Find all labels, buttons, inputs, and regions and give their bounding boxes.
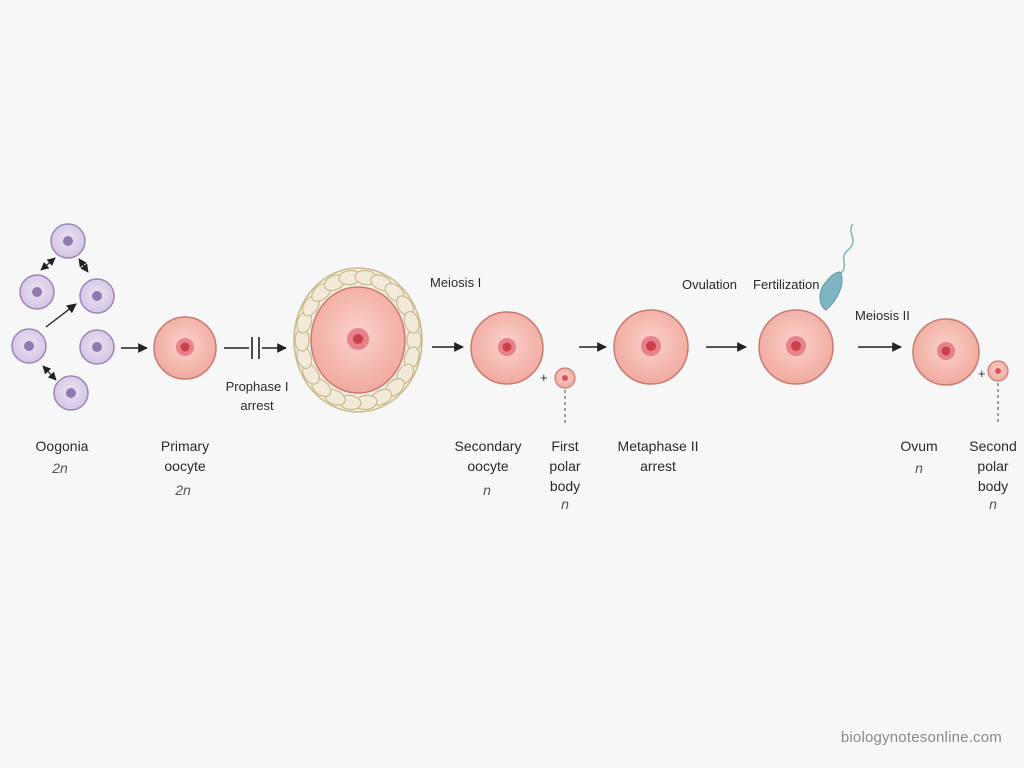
ovulation-label: Ovulation: [682, 277, 737, 292]
follicle: [293, 267, 423, 413]
watermark: biologynotesonline.com: [840, 729, 1002, 746]
metaphase-oocyte-cell: [613, 309, 689, 385]
secondary-oocyte-ploidy: n: [483, 482, 491, 498]
first-polar-body-ploidy: n: [561, 496, 569, 512]
division-arrow: [78, 258, 89, 273]
prophase-arrest-arrow: [224, 337, 287, 359]
second-polar-body-ploidy: n: [989, 496, 997, 512]
oogonium-cell: [53, 375, 89, 411]
division-arrow: [45, 303, 77, 328]
primary-oocyte-label: Primary oocyte: [160, 438, 210, 474]
fertilization-label: Fertilization: [753, 277, 820, 292]
oogonia-ploidy: 2n: [52, 460, 68, 476]
oogonium-cell: [50, 223, 86, 259]
ovum-cell: [912, 318, 980, 386]
plus-sign: +: [540, 370, 548, 385]
oogonium-cell: [19, 274, 55, 310]
division-arrow: [42, 365, 57, 381]
division-arrow: [40, 257, 56, 271]
second-polar-body-label: Second polar body: [969, 438, 1017, 494]
oogonium-cell: [79, 278, 115, 314]
granulosa-cell: [403, 310, 420, 334]
oogonia-label: Oogonia: [35, 438, 89, 454]
first-polar-body-label: First polar body: [549, 438, 581, 494]
ovum-label: Ovum: [900, 438, 938, 454]
secondary-oocyte-label: Secondary oocyte: [454, 438, 522, 474]
prophase-arrest-label: Prophase I arrest: [225, 379, 289, 413]
plus-sign: +: [978, 366, 986, 381]
primary-oocyte-ploidy: 2n: [175, 482, 191, 498]
ovum-ploidy: n: [915, 460, 923, 476]
secondary-oocyte-cell: [470, 311, 544, 385]
fertilized-oocyte-cell: [758, 309, 834, 385]
meiosis-1-label: Meiosis I: [430, 275, 482, 290]
first-polar-body-cell: [554, 367, 576, 426]
oogonium-cell: [11, 328, 47, 364]
sperm: [819, 223, 854, 311]
granulosa-cells: [294, 269, 422, 411]
oogonium-cell: [79, 329, 115, 365]
metaphase-arrest-label: Metaphase II arrest: [617, 438, 699, 474]
second-polar-body-cell: [987, 360, 1009, 422]
meiosis-2-label: Meiosis II: [855, 308, 910, 323]
oogonia-cluster: [11, 223, 115, 411]
primary-oocyte-cell: [153, 316, 217, 380]
